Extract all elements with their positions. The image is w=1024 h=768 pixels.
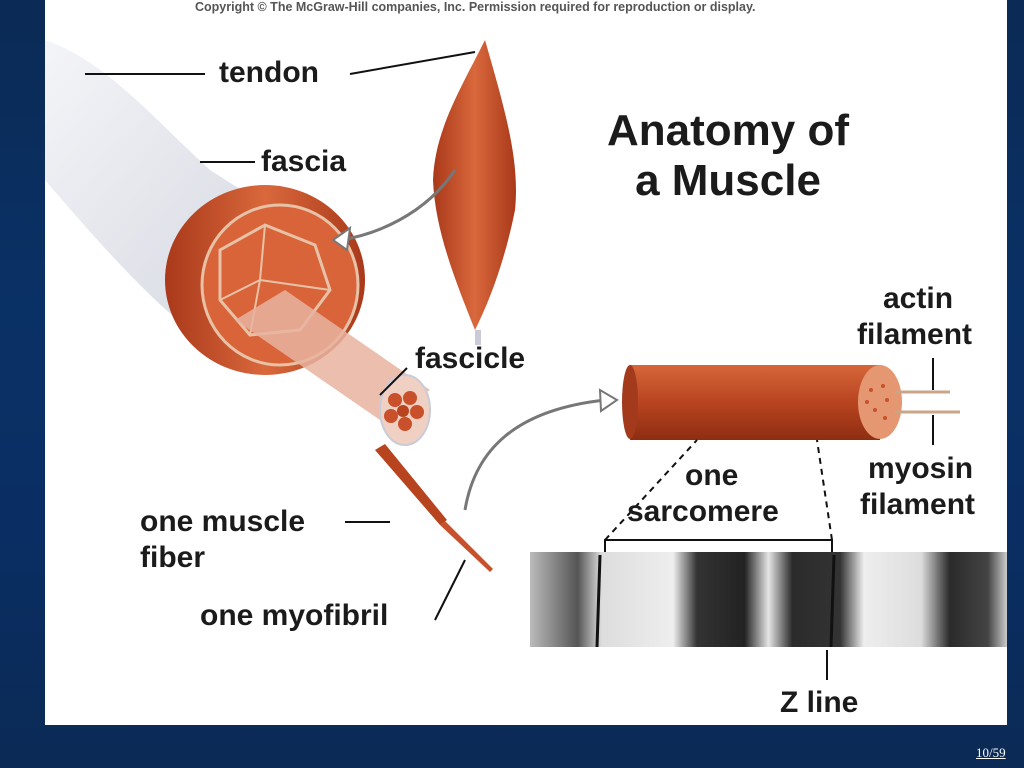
label-myosin-line2: filament bbox=[860, 488, 976, 521]
slide-title: Anatomy of a Muscle bbox=[607, 106, 849, 206]
whole-muscle bbox=[433, 40, 516, 330]
copyright-notice: Copyright © The McGraw-Hill companies, I… bbox=[195, 0, 756, 14]
label-fascicle: fascicle bbox=[415, 342, 526, 375]
myofibril bbox=[440, 521, 493, 572]
fascicle-tube bbox=[235, 290, 430, 420]
label-z-line: Z line bbox=[780, 686, 859, 719]
muscle-fiber bbox=[375, 444, 447, 525]
page-number-link[interactable]: 10/59 bbox=[976, 745, 1006, 760]
muscle-anatomy-illustration bbox=[45, 40, 1007, 680]
arrow-to-bundle bbox=[339, 169, 457, 242]
myofibril-cylinder bbox=[630, 365, 880, 440]
title-line-1: Anatomy of bbox=[607, 106, 849, 155]
title-line-2: a Muscle bbox=[635, 156, 821, 205]
arrow-to-myofibril bbox=[463, 398, 606, 511]
label-one-myofibril: one myofibril bbox=[200, 599, 389, 632]
label-one-muscle-fiber-line1: one muscle bbox=[140, 505, 306, 538]
sarcomere-bracket bbox=[604, 539, 833, 552]
label-actin-line1: actin bbox=[883, 282, 954, 315]
label-actin-line2: filament bbox=[857, 318, 973, 351]
label-tendon: tendon bbox=[219, 56, 319, 89]
label-sarcomere-line2: sarcomere bbox=[627, 495, 779, 528]
micrograph-band bbox=[530, 552, 1007, 647]
label-sarcomere-line1: one bbox=[685, 459, 739, 492]
label-myosin-line1: myosin bbox=[868, 452, 974, 485]
label-fascia: fascia bbox=[261, 145, 347, 178]
slide-panel: Copyright © The McGraw-Hill companies, I… bbox=[45, 0, 1007, 725]
label-one-muscle-fiber-line2: fiber bbox=[140, 541, 206, 574]
